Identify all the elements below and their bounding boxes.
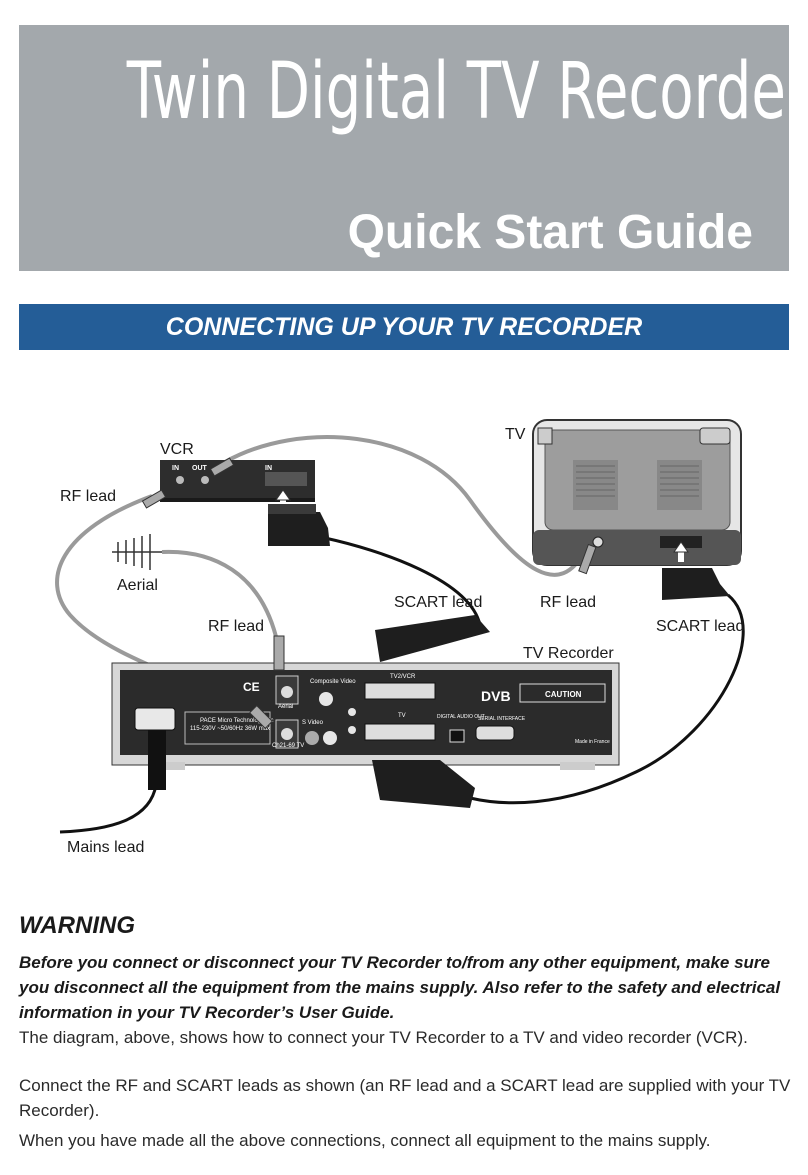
rating-line2: 115-230V ~50/60Hz 36W max <box>190 726 270 732</box>
rf-plug-recorder-out <box>248 704 274 730</box>
vcr-out-port-label: OUT <box>192 465 208 472</box>
rf-lead-vcr-tv-cable <box>224 435 587 577</box>
made-in-label: Made in France <box>575 739 610 745</box>
title-banner: Twin Digital TV Recorder Quick Start Gui… <box>19 25 808 271</box>
scart-plug-recorder-bottom <box>372 760 475 808</box>
rf-lead-aerial-cable <box>161 549 282 671</box>
section-heading: CONNECTING UP YOUR TV RECORDER <box>19 304 789 350</box>
tv-device <box>532 419 742 566</box>
label-aerial: Aerial <box>117 577 158 594</box>
paragraph-diagram: The diagram, above, shows how to connect… <box>19 1028 748 1047</box>
aerial-port-label: Aerial <box>278 704 293 710</box>
label-scart-lead-vcr: SCART lead <box>394 594 483 611</box>
vcr-device: IN OUT IN <box>160 460 315 510</box>
vcr-scart-in-label: IN <box>265 465 272 472</box>
tv-recorder-device: PACE Micro Technology plc 115-230V ~50/6… <box>111 662 620 770</box>
product-title: Twin Digital TV Recorder <box>126 47 808 137</box>
serial-interface-label: SERIAL INTERFACE <box>478 716 526 722</box>
rating-line1: PACE Micro Technology plc <box>200 718 273 724</box>
mains-lead-cable <box>59 784 158 834</box>
mains-plug <box>148 730 166 790</box>
dvb-logo: DVB <box>481 688 511 704</box>
label-vcr: VCR <box>160 441 194 458</box>
aerial-icon <box>112 534 162 570</box>
composite-video-label: Composite Video <box>310 679 356 685</box>
scart-tv-label: TV <box>398 713 406 719</box>
s-video-label: S Video <box>302 720 324 726</box>
ch-port-label: Ch21-69 TV <box>272 743 304 749</box>
rf-plug-vcr-in <box>141 489 167 509</box>
ce-mark: CE <box>243 680 260 694</box>
scart-lead-vcr-cable <box>324 536 482 626</box>
scart-lead-tv-cable <box>469 593 745 805</box>
label-rf-lead-vcr: RF lead <box>60 488 117 505</box>
paragraph-leads: Connect the RF and SCART leads as shown … <box>19 1076 791 1120</box>
warning-text: Before you connect or disconnect your TV… <box>19 953 781 1022</box>
scart-tv2vcr-label: TV2/VCR <box>390 674 416 680</box>
label-tv-recorder: TV Recorder <box>523 645 614 662</box>
rf-plug-vcr-out <box>209 457 235 477</box>
guide-subtitle: Quick Start Guide <box>347 206 753 259</box>
label-mains-lead: Mains lead <box>67 839 145 856</box>
vcr-in-port-label: IN <box>172 465 179 472</box>
warning-heading: WARNING <box>19 912 135 939</box>
scart-plug-vcr <box>268 504 330 546</box>
digital-audio-out-label: DIGITAL AUDIO OUT <box>437 714 485 720</box>
paragraph-mains: When you have made all the above connect… <box>19 1131 711 1150</box>
caution-label: CAUTION <box>545 690 582 699</box>
label-rf-lead-aerial: RF lead <box>208 618 265 635</box>
rf-plug-tv <box>578 543 597 575</box>
rf-plug-recorder-aerial <box>273 635 285 671</box>
scart-plug-recorder-top <box>375 615 490 662</box>
label-scart-lead-tv: SCART lead <box>656 618 745 635</box>
label-rf-lead-tv: RF lead <box>540 594 597 611</box>
label-tv: TV <box>505 426 526 443</box>
scart-plug-tv <box>662 568 730 600</box>
connection-diagram: IN OUT IN <box>0 400 808 870</box>
connection-diagram-svg: IN OUT IN <box>55 419 745 834</box>
